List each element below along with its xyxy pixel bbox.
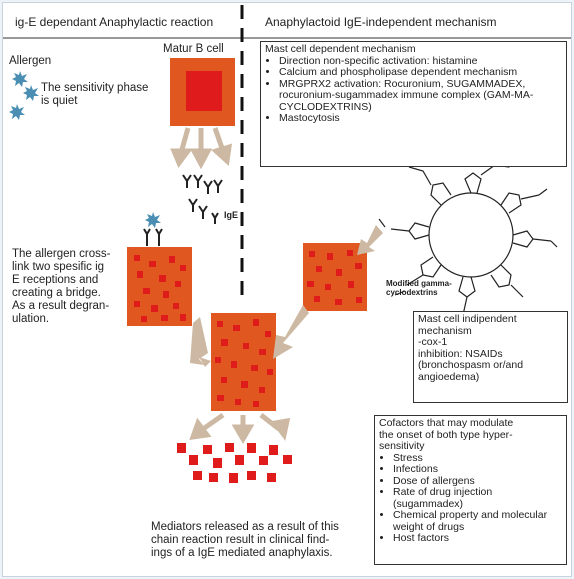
receptors [143,228,163,246]
ige-label: IgE [224,210,239,220]
b-cell-nucleus [186,71,222,111]
mediators-label: Mediators released as a result of this c… [151,521,339,559]
allergen-icon-3 [9,104,25,120]
mast-independent-box: Mast cell indipendent mechanism -cox-1 i… [413,311,568,403]
mast-cell-center-granules [215,319,273,407]
cofactor-item: Infections [393,463,562,476]
pathway-arrows [190,225,383,367]
cofactor-item: Stress [393,452,562,465]
diagram-graphics [3,5,571,483]
allergen-icon-2 [23,85,39,101]
allergen-label: Allergen [9,55,52,67]
release-arrows [189,412,291,444]
mast-dependent-item: Mastocytosis [279,112,562,125]
mast-dependent-box: Mast cell dependent mechanism Direction … [260,41,567,167]
ige-antibodies [182,174,223,224]
cofactor-item: Rate of drug injection (sugammadex) [393,486,562,510]
allergen-icon-4 [145,212,161,228]
mast-dependent-title: Mast cell dependent mechanism [265,43,416,55]
mast-dependent-item: Direction non-specific activation: hista… [279,55,562,68]
cofactors-box: Cofactors that may modulate the onset of… [374,415,567,565]
mast-dependent-item: Calcium and phospholipase dependent mech… [279,66,562,79]
molecule-caption: Modified gamma- cyclodextrins [386,279,452,297]
cofactor-item: Dose of allergens [393,475,562,488]
heading-right: Anaphylactoid IgE-independent mechanism [265,15,497,29]
mast-cell-center [211,313,276,411]
b-cell-arrows [170,127,233,170]
cofactor-item: Host factors [393,532,562,545]
mast-dependent-item: MRGPRX2 activation: Rocuronium, SUGAMMAD… [279,78,562,114]
released-mediators [177,443,292,483]
cyclodextrin-molecule [378,160,558,324]
heading-left: ig-E dependant Anaphylactic reaction [15,15,214,29]
cofactor-item: Chemical property and molecular weight o… [393,509,562,533]
crosslink-label: The allergen cross- link two spesific ig… [12,248,111,325]
mast-cell-left-granules [134,255,186,322]
mast-cell-right-granules [307,250,362,305]
b-cell-label: Matur B cell [163,43,224,55]
cofactors-title: Cofactors that may modulate the onset of… [379,417,514,452]
allergen-icon-1 [12,71,28,87]
sensitivity-label: The sensitivity phase is quiet [41,82,149,107]
